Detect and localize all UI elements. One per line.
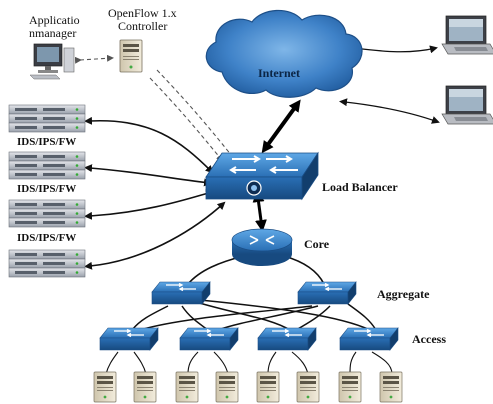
link-rack-4 [84, 201, 226, 270]
access-switch-icon [99, 327, 159, 351]
link-internet-loadbalancer [261, 99, 301, 154]
control-link-app-controller [74, 54, 114, 64]
laptop-icon [441, 85, 493, 125]
app-manager-label-line1: Applicatio [29, 13, 80, 27]
tower-server-icon [175, 371, 199, 403]
rack-server-icon [8, 104, 86, 133]
tower-server-icon [119, 39, 143, 73]
controller-label-line1: OpenFlow 1.x [108, 6, 177, 20]
tower-server-icon [256, 371, 280, 403]
control-link-controller-loadbalancer [149, 77, 224, 162]
link-internet-laptop-2 [339, 98, 440, 124]
workstation-icon [29, 43, 75, 80]
link-core-agg-right [283, 255, 325, 285]
access-switch-icon [339, 327, 399, 351]
security-appliance-label: IDS/IPS/FW [17, 183, 77, 195]
tower-server-icon [296, 371, 320, 403]
tower-server-icon [93, 371, 117, 403]
access-server-links [105, 351, 393, 375]
rack-server-icon [8, 199, 86, 228]
load-balancer-switch-icon [205, 151, 319, 201]
app-manager-label-line2: nmanager [29, 26, 77, 40]
tower-server-icon [215, 371, 239, 403]
link-rack-2 [84, 164, 212, 187]
tower-server-icon [133, 371, 157, 403]
rack-server-icon [8, 151, 86, 180]
aggregate-switch-icon [151, 281, 211, 305]
core-label: Core [304, 237, 330, 251]
aggregate-access-links [131, 299, 377, 331]
link-rack-1 [84, 116, 214, 174]
load-balancer-label: Load Balancer [322, 180, 398, 194]
rack-server-icon [8, 249, 86, 278]
aggregate-switch-icon [297, 281, 357, 305]
controller-label-line2: Controller [118, 19, 168, 33]
link-loadbalancer-core [252, 190, 267, 232]
security-appliance-label: IDS/IPS/FW [17, 136, 77, 148]
link-rack-3 [84, 189, 214, 220]
access-switch-icon [179, 327, 239, 351]
access-label: Access [412, 332, 446, 346]
tower-server-icon [379, 371, 403, 403]
laptop-icon [441, 15, 493, 55]
cloud-icon [205, 9, 363, 98]
link-core-agg-left [187, 255, 245, 285]
aggregate-label: Aggregate [377, 287, 430, 301]
router-icon [231, 228, 293, 266]
link-internet-laptop-1 [349, 44, 438, 54]
security-appliance-label: IDS/IPS/FW [17, 232, 77, 244]
control-link-controller-loadbalancer-2 [156, 69, 233, 157]
internet-label: Internet [258, 66, 300, 80]
tower-server-icon [338, 371, 362, 403]
access-switch-icon [257, 327, 317, 351]
